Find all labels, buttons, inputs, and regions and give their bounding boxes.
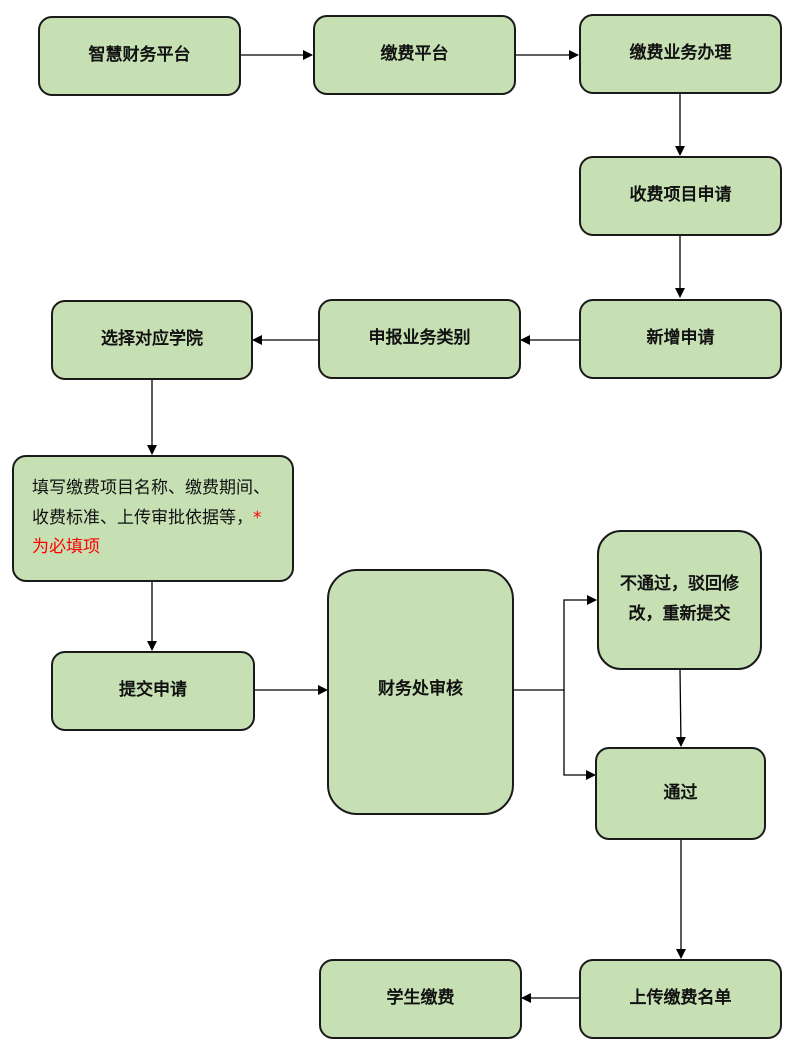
- node-submit-apply: 提交申请: [51, 651, 255, 731]
- node-upload-list: 上传缴费名单: [579, 959, 782, 1039]
- node-label: 财务处审核: [378, 679, 463, 699]
- node-label: 学生缴费: [386, 988, 455, 1009]
- node-label: 通过: [663, 782, 698, 803]
- node-rejected: 不通过，驳回修改，重新提交: [597, 530, 762, 670]
- node-payment-business: 缴费业务办理: [579, 14, 782, 94]
- node-label: 申报业务类别: [368, 328, 471, 349]
- node-fill-info: 填写缴费项目名称、缴费期间、收费标准、上传审批依据等，*为必填项: [12, 455, 294, 582]
- node-label: 缴费业务办理: [629, 43, 732, 64]
- node-finance-review: 财务处审核: [327, 569, 514, 815]
- node-label: 新增申请: [646, 328, 715, 349]
- node-label: 填写缴费项目名称、缴费期间、收费标准、上传审批依据等，: [32, 477, 270, 528]
- required-note: *为必填项: [32, 507, 262, 558]
- node-label: 提交申请: [119, 680, 187, 701]
- node-new-apply: 新增申请: [579, 299, 782, 379]
- arrow-rejected-to-approved: [675, 668, 686, 747]
- node-fee-item-apply: 收费项目申请: [579, 156, 782, 236]
- node-approved: 通过: [595, 747, 766, 840]
- node-label: 收费项目申请: [629, 185, 732, 206]
- node-label: 不通过，驳回修改，重新提交: [620, 574, 739, 624]
- node-label: 缴费平台: [380, 44, 449, 65]
- connector-review-to-approved: [563, 690, 596, 780]
- node-declare-category: 申报业务类别: [318, 299, 521, 379]
- node-payment-platform: 缴费平台: [313, 15, 516, 95]
- node-smart-finance-platform: 智慧财务平台: [38, 16, 241, 96]
- node-student-pay: 学生缴费: [319, 959, 522, 1039]
- connector-review-branch: [513, 595, 597, 691]
- node-label: 智慧财务平台: [88, 45, 191, 66]
- node-label: 选择对应学院: [101, 329, 203, 350]
- node-select-college: 选择对应学院: [51, 300, 253, 380]
- node-label: 上传缴费名单: [629, 988, 732, 1009]
